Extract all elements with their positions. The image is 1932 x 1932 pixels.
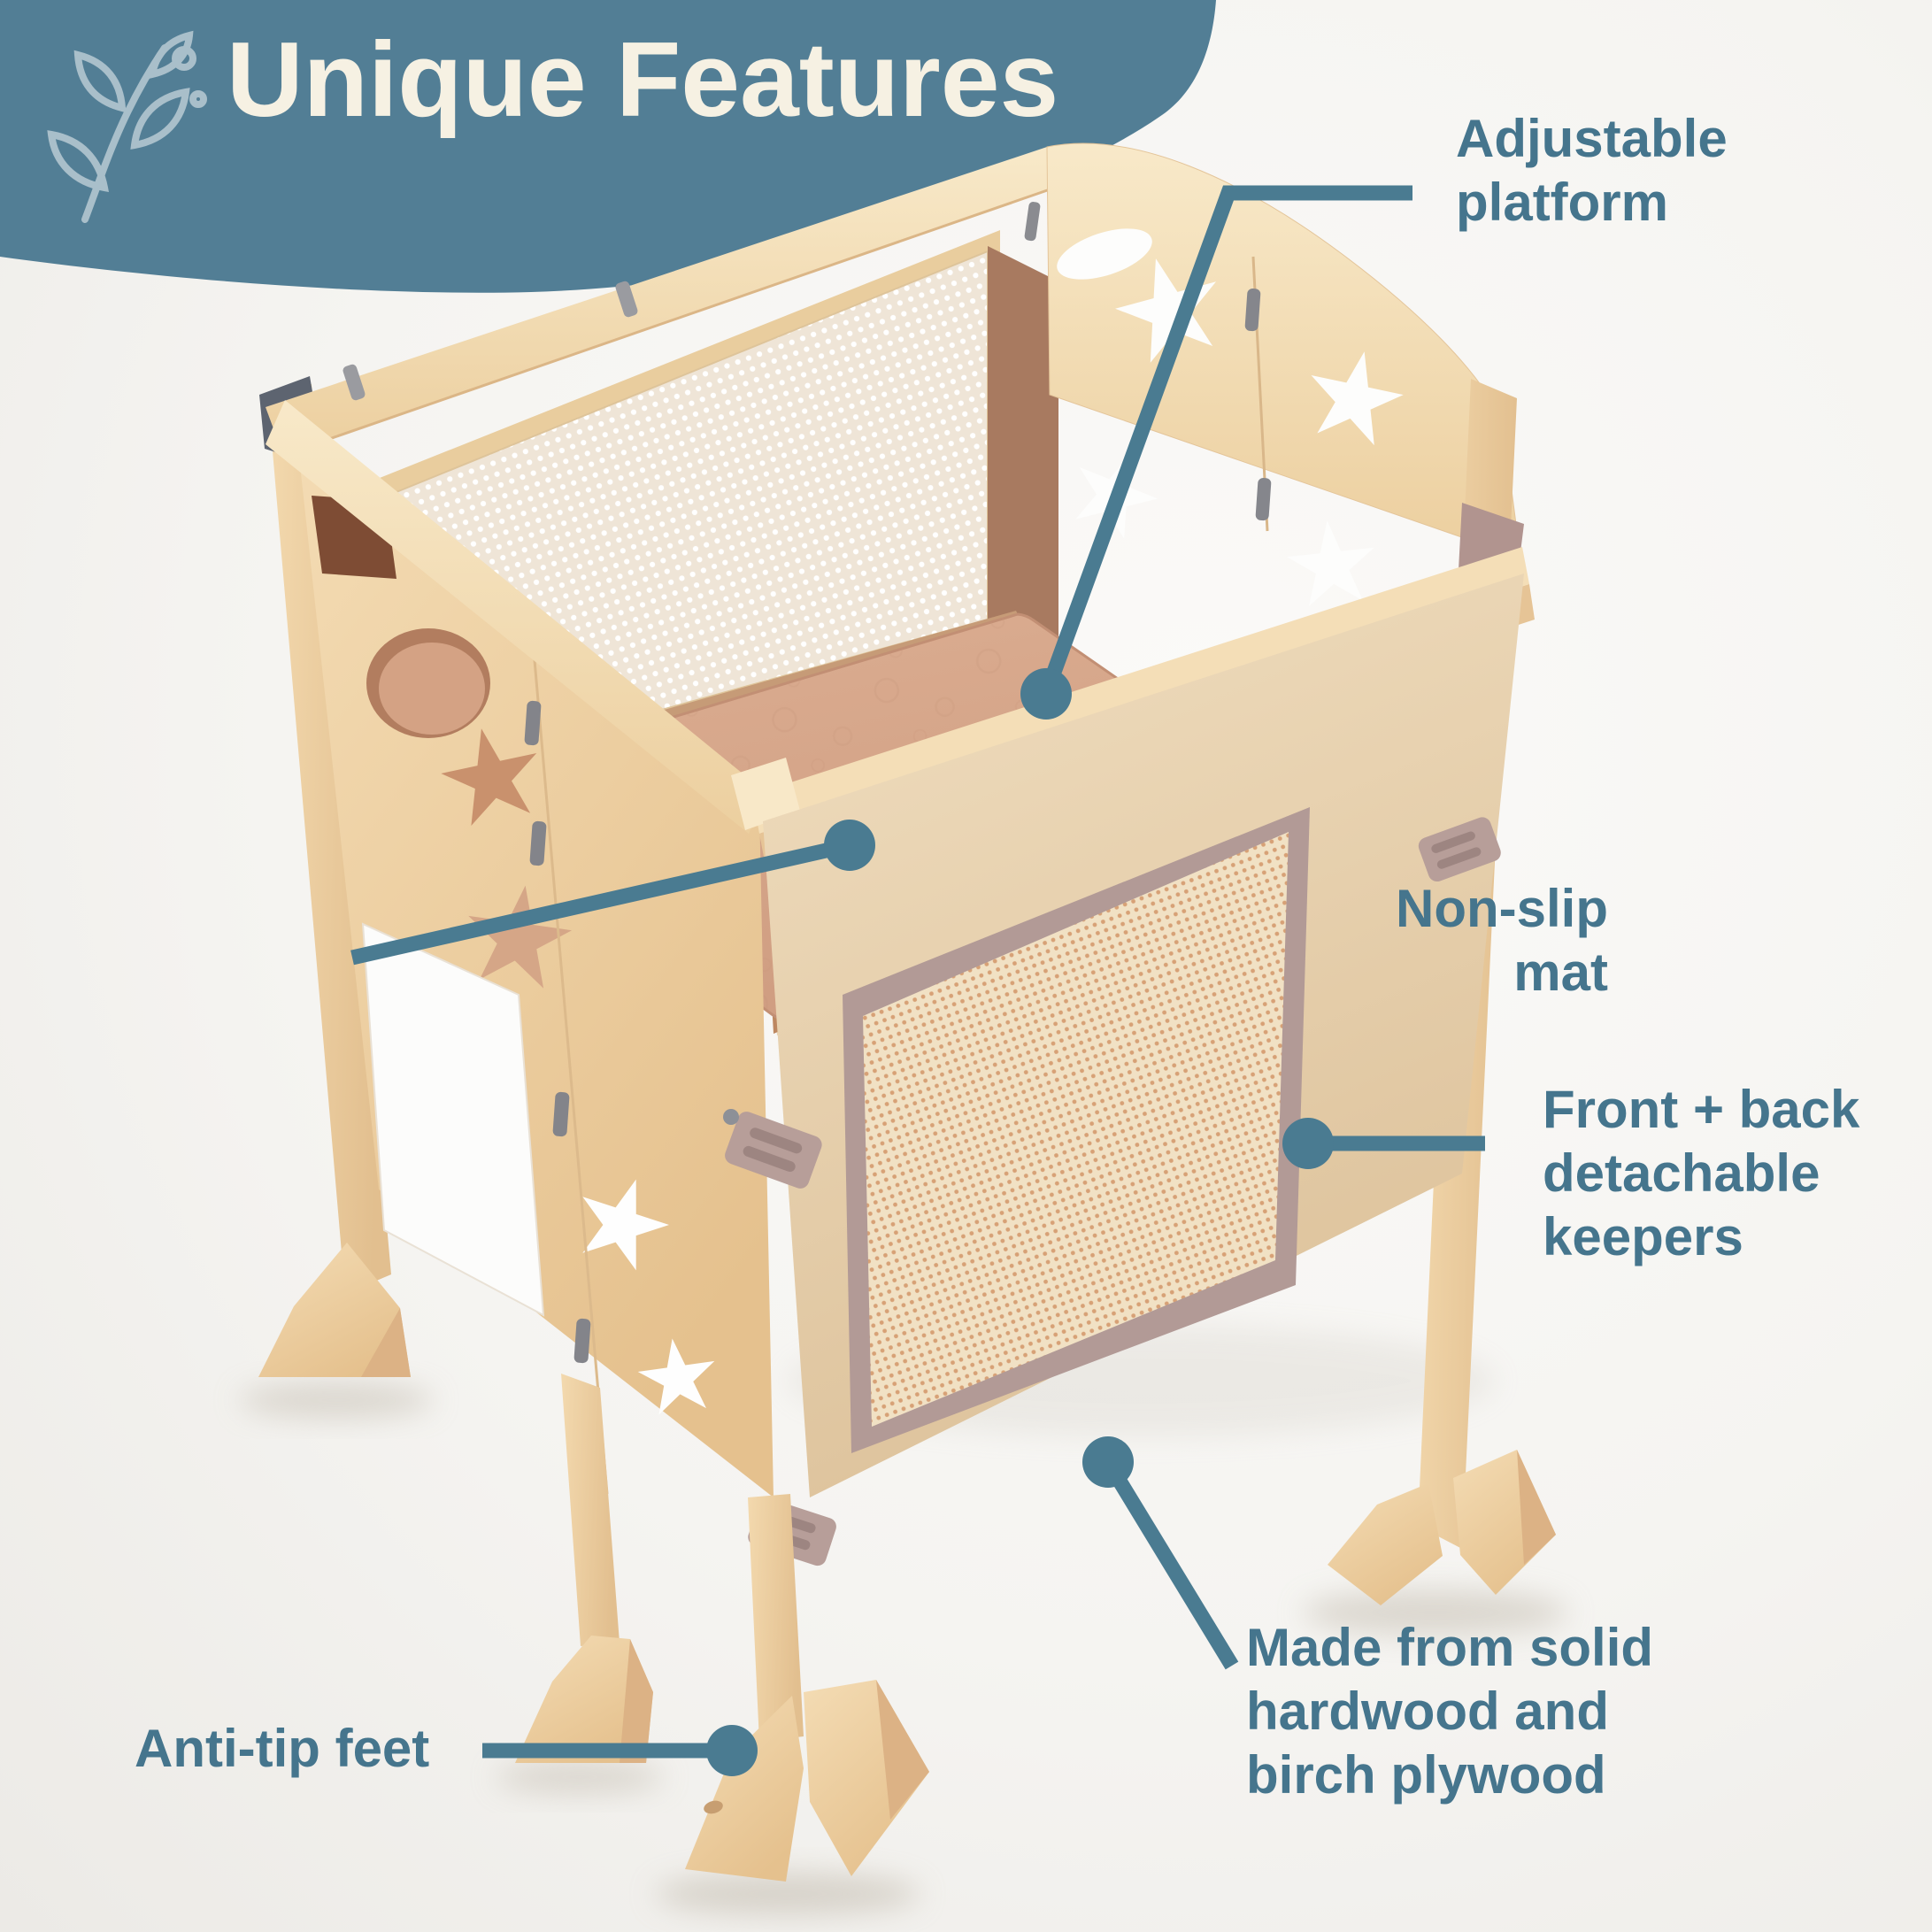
hinge-icon [524, 700, 542, 746]
callout-line-front-back-keepers [1282, 1118, 1485, 1169]
hinge-icon [1255, 477, 1272, 521]
label-line: Anti-tip feet [135, 1719, 430, 1778]
hinge-icon [573, 1318, 591, 1364]
anti-tip-foot-right [1328, 1483, 1443, 1605]
label-line: Adjustable [1456, 109, 1728, 168]
handle-cutout [1057, 228, 1152, 280]
callout-line-adjustable-platform [1020, 185, 1412, 720]
label-line: keepers [1543, 1207, 1743, 1266]
label-adjustable-platform: Adjustable platform [1456, 107, 1728, 235]
keeper-clip [1418, 817, 1501, 882]
hinge-icon [1244, 288, 1261, 332]
label-front-back-keepers: Front + back detachable keepers [1543, 1078, 1859, 1269]
label-line: Made from solid [1246, 1618, 1654, 1677]
front-mesh-door [723, 573, 1524, 1566]
label-anti-tip-feet: Anti-tip feet [135, 1717, 429, 1781]
anti-tip-foot-middle [515, 1636, 653, 1763]
label-line: Front + back [1543, 1080, 1860, 1139]
tower-render [239, 142, 1568, 1915]
anti-tip-foot-front [685, 1680, 929, 1882]
hinge-icon [529, 820, 547, 866]
side-panel-left [295, 416, 774, 1497]
label-non-slip-mat: Non-slip mat [1396, 877, 1608, 1004]
rim-rail-front-left [266, 400, 766, 834]
label-line: detachable [1543, 1143, 1820, 1203]
label-line: Non-slip [1396, 879, 1608, 938]
callout-line-anti-tip-feet [482, 1725, 758, 1776]
whiteboard-panel [361, 922, 545, 1317]
callout-line-made-from-wood [1082, 1436, 1239, 1670]
page-title: Unique Features [227, 20, 1059, 139]
star-cutout-panel [1024, 142, 1521, 609]
mesh-door-screen [863, 832, 1289, 1427]
anti-tip-foot-back-left [258, 1243, 411, 1377]
hinge-icon [343, 364, 366, 401]
label-made-from-wood: Made from solid hardwood and birch plywo… [1246, 1616, 1653, 1807]
hinge-icon [1024, 202, 1041, 242]
label-line: birch plywood [1246, 1745, 1606, 1805]
callout-line-non-slip-mat [350, 820, 875, 966]
keeper-clip [725, 1112, 822, 1189]
hinge-icon [615, 281, 638, 318]
branch-icon [47, 30, 207, 223]
hinge-icon [552, 1091, 570, 1137]
label-line: platform [1456, 173, 1668, 232]
top-rail-left [266, 147, 1055, 455]
callouts-overlay [350, 185, 1485, 1776]
label-line: hardwood and [1246, 1682, 1609, 1741]
label-line: mat [1513, 943, 1608, 1002]
